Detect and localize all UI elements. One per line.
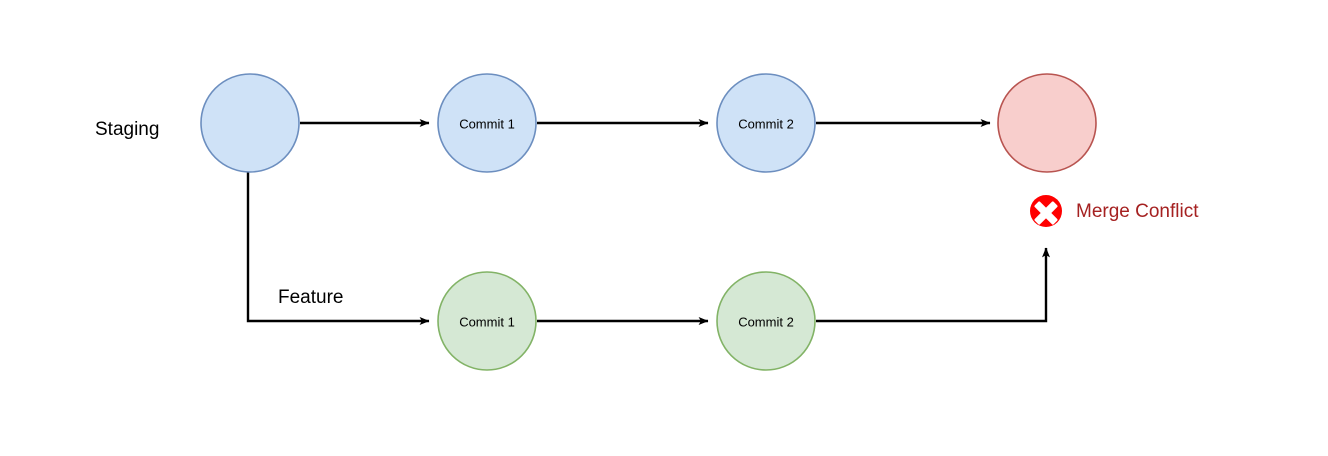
- node-circle-feature-commit-2[interactable]: [716, 271, 816, 371]
- error-icon-x-glyph: [1034, 201, 1058, 225]
- node-circle-staging-commit-1[interactable]: [437, 73, 537, 173]
- merge-conflict-label: Merge Conflict: [1076, 201, 1199, 222]
- branch-label-staging: Staging: [95, 119, 159, 140]
- node-circle-feature-commit-1[interactable]: [437, 271, 537, 371]
- node-label-staging-commit-1: Commit 1: [459, 117, 515, 132]
- node-feature-commit-1[interactable]: Commit 1: [437, 271, 537, 371]
- node-label-feature-commit-2: Commit 2: [738, 315, 794, 330]
- node-circle-staging-merge-target[interactable]: [997, 73, 1097, 173]
- node-staging-commit-1[interactable]: Commit 1: [437, 73, 537, 173]
- node-feature-commit-2[interactable]: Commit 2: [716, 271, 816, 371]
- node-staging-root[interactable]: [200, 73, 300, 173]
- edge-layer: [246, 119, 1050, 325]
- node-label-feature-commit-1: Commit 1: [459, 315, 515, 330]
- edge-feature-commit-2-to-merge-conflict: [816, 247, 1050, 323]
- merge-conflict-marker[interactable]: Merge Conflict: [1030, 195, 1199, 227]
- node-staging-commit-2[interactable]: Commit 2: [716, 73, 816, 173]
- branch-label-feature: Feature: [278, 287, 343, 308]
- node-layer: Commit 1 Commit 2 Commit 1 Commit 2: [200, 73, 1097, 371]
- error-x-circle-icon: [1030, 195, 1062, 227]
- node-circle-staging-commit-2[interactable]: [716, 73, 816, 173]
- node-staging-merge-target[interactable]: [997, 73, 1097, 173]
- node-circle-staging-root[interactable]: [200, 73, 300, 173]
- node-label-staging-commit-2: Commit 2: [738, 117, 794, 132]
- edge-branch-off-to-feature-commit-1: [246, 172, 430, 325]
- branch-label-layer: Staging Feature: [95, 119, 343, 308]
